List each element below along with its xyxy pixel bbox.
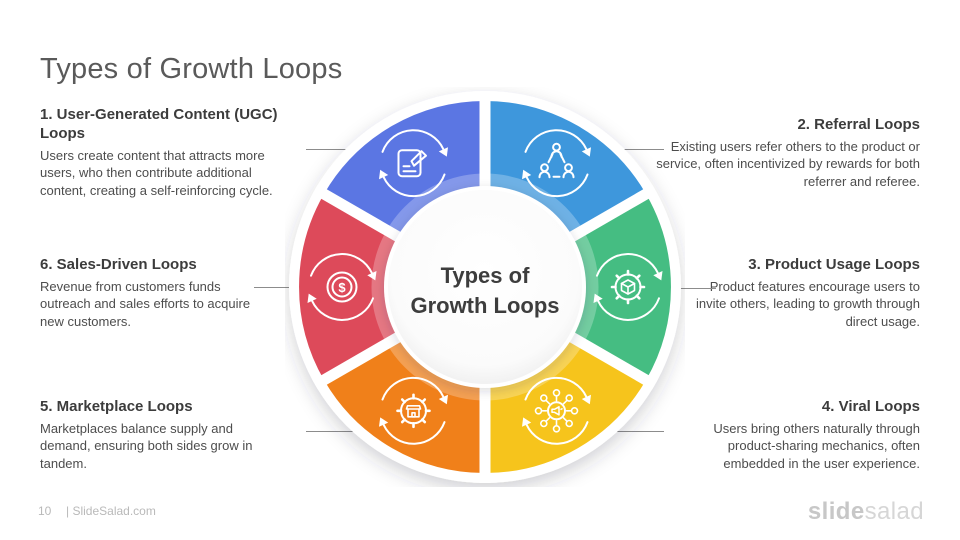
gear-cube-loop-icon: [592, 253, 664, 321]
connector-line-viral: [616, 431, 664, 432]
slidesalad-logo: slidesalad: [808, 498, 924, 526]
inner-rim-highlight: [371, 173, 599, 401]
wedge-referral: [483, 101, 647, 239]
footer-source: | SlideSalad.com: [66, 504, 156, 518]
growth-loops-wheel-diagram: Types of Growth Loops: [289, 91, 681, 483]
block-viral-loops: 4. Viral Loops Users bring others natura…: [678, 398, 920, 472]
block-heading: 3. Product Usage Loops: [748, 256, 920, 273]
block-heading: 2. Referral Loops: [797, 116, 920, 133]
logo-text-bold: slide: [807, 498, 865, 525]
connector-line-ugc: [306, 149, 354, 150]
dollar-sign-glyph: $: [338, 280, 346, 295]
block-heading: 6. Sales-Driven Loops: [40, 256, 197, 273]
block-body: Revenue from customers funds outreach an…: [40, 278, 251, 329]
center-title-line2: Growth Loops: [410, 293, 559, 318]
connector-line-marketplace: [306, 431, 354, 432]
block-body: Existing users refer others to the produ…: [656, 138, 920, 189]
connector-line-referral: [616, 149, 664, 150]
block-product-usage-loops: 3. Product Usage Loops Product features …: [692, 256, 920, 330]
block-body: Product features encourage users to invi…: [695, 278, 920, 329]
block-heading: 5. Marketplace Loops: [40, 398, 193, 415]
people-network-loop-icon: [521, 129, 592, 198]
center-title-line1: Types of: [441, 263, 531, 288]
document-pencil-loop-icon: [378, 129, 449, 198]
wedge-marketplace: [323, 335, 487, 473]
connector-line-sales: [254, 287, 290, 288]
block-sales-driven-loops: 6. Sales-Driven Loops Revenue from custo…: [40, 256, 258, 330]
block-marketplace-loops: 5. Marketplace Loops Marketplaces balanc…: [40, 398, 278, 472]
block-ugc-loops: 1. User-Generated Content (UGC) Loops Us…: [40, 106, 292, 199]
megaphone-network-loop-icon: [521, 376, 592, 445]
logo-text-light: salad: [864, 498, 924, 525]
block-heading: 4. Viral Loops: [821, 398, 920, 415]
dollar-coin-loop-icon: $: [306, 253, 378, 321]
wedge-dividers: [312, 91, 658, 483]
block-referral-loops: 2. Referral Loops Existing users refer o…: [656, 116, 920, 190]
block-body: Marketplaces balance supply and demand, …: [40, 420, 253, 471]
block-heading: 1. User-Generated Content (UGC) Loops: [40, 106, 278, 142]
page-number: 10: [38, 504, 52, 518]
center-disc-face: [388, 190, 582, 384]
connector-line-product: [680, 288, 716, 289]
wedge-sales: [299, 194, 400, 380]
block-body: Users create content that attracts more …: [40, 147, 273, 198]
wedge-viral: [483, 335, 647, 473]
block-body: Users bring others naturally through pro…: [713, 420, 920, 471]
page-title: Types of Growth Loops: [40, 53, 343, 86]
gear-storefront-loop-icon: [378, 376, 449, 445]
